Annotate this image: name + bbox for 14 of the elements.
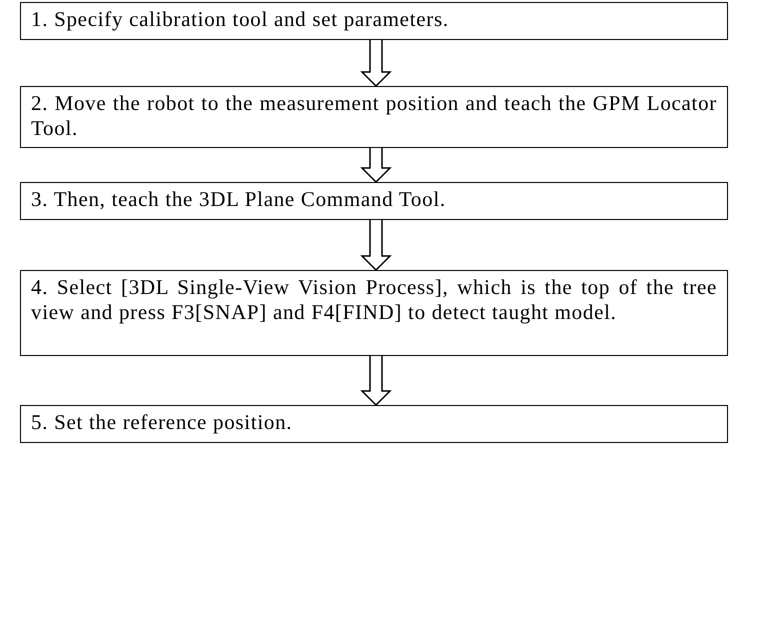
block-arrow — [360, 355, 392, 406]
block-arrow — [360, 219, 392, 272]
process-box — [20, 86, 728, 148]
step-text: 3. Then, teach the 3DL Plane Command Tool. — [31, 187, 447, 212]
block-arrow — [360, 147, 392, 184]
block-arrow — [360, 39, 392, 88]
process-box — [20, 405, 728, 443]
process-box — [20, 270, 728, 356]
step-text: 4. Select [3DL Single-View Vision Process], which is the top of the tree view and press F3[SNAP] and F4[FIND] to detect taught model. — [31, 275, 717, 325]
step-text: 5. Set the reference position. — [31, 410, 294, 435]
step-text: 1. Specify calibration tool and set parameters. — [31, 7, 450, 32]
step-text: 2. Move the robot to the measurement position and teach the GPM Locator Tool. — [31, 91, 717, 141]
process-box — [20, 2, 728, 40]
process-box — [20, 182, 728, 220]
